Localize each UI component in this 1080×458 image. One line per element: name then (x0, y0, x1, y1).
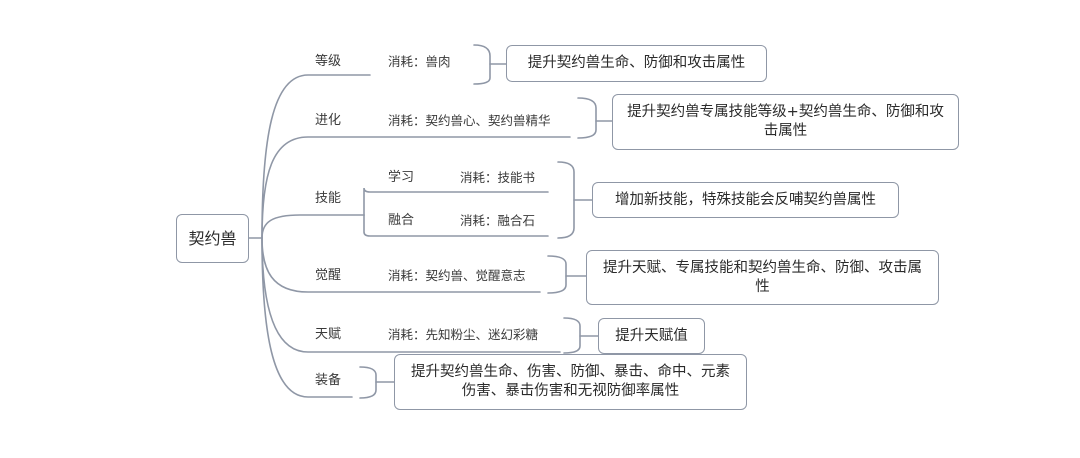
sub-label-learn: 学习 (388, 170, 415, 185)
root-node[interactable]: 契约兽 (176, 214, 249, 263)
result-box-awaken[interactable]: 提升天赋、专属技能和契约兽生命、防御、攻击属性 (586, 250, 939, 305)
cost-text-level: 消耗：兽肉 (388, 54, 451, 69)
sub-label-fuse: 融合 (388, 213, 415, 228)
branch-label-equip: 装备 (315, 373, 342, 388)
branch-label-skill: 技能 (315, 191, 342, 206)
cost-text-talent: 消耗：先知粉尘、迷幻彩糖 (388, 327, 539, 342)
branch-label-awaken: 觉醒 (315, 268, 342, 283)
cost-text-evolve: 消耗：契约兽心、契约兽精华 (388, 113, 551, 128)
branch-label-evolve: 进化 (315, 113, 342, 128)
result-box-evolve[interactable]: 提升契约兽专属技能等级+契约兽生命、防御和攻击属性 (612, 94, 959, 150)
branch-label-talent: 天赋 (315, 327, 342, 342)
branch-label-level: 等级 (315, 54, 342, 69)
result-box-level[interactable]: 提升契约兽生命、防御和攻击属性 (506, 45, 767, 82)
result-box-skill[interactable]: 增加新技能，特殊技能会反哺契约兽属性 (592, 182, 899, 218)
cost-text-fuse: 消耗：融合石 (460, 213, 536, 228)
result-box-equip[interactable]: 提升契约兽生命、伤害、防御、暴击、命中、元素伤害、暴击伤害和无视防御率属性 (394, 354, 747, 410)
result-box-talent[interactable]: 提升天赋值 (598, 318, 705, 354)
cost-text-learn: 消耗：技能书 (460, 170, 536, 185)
cost-text-awaken: 消耗：契约兽、觉醒意志 (388, 268, 526, 283)
